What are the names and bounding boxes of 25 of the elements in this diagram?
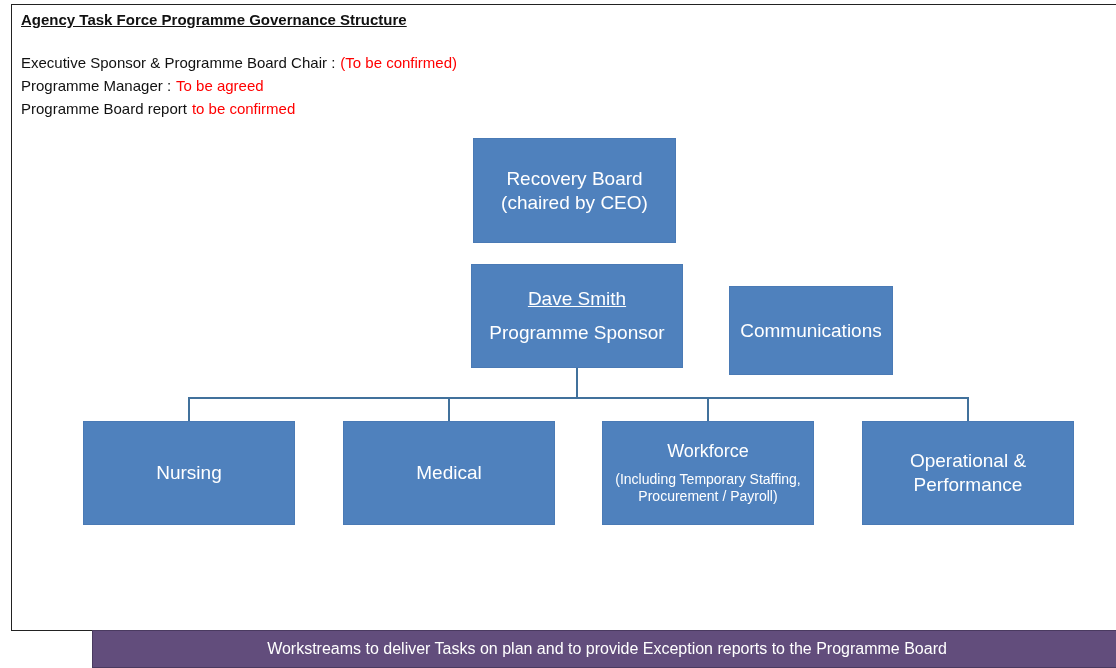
org-box xyxy=(729,286,893,375)
box-title: Operational & Performance xyxy=(908,449,1028,497)
status-note: To be agreed xyxy=(176,77,264,94)
status-note: (To be confirmed) xyxy=(340,54,458,71)
box-title: Dave Smith xyxy=(527,287,627,311)
box-title: Medical xyxy=(416,461,482,485)
diagram-title: Agency Task Force Programme Governance Structure xyxy=(21,11,407,28)
org-box xyxy=(471,264,683,368)
role-label: Programme Board report xyxy=(21,100,187,117)
status-note: to be confirmed xyxy=(191,100,296,117)
banner-box xyxy=(92,630,1116,668)
box-title: Communications xyxy=(740,318,882,343)
box-subtitle: (Including Temporary Staffing, Procurement / Payroll) xyxy=(614,470,802,506)
box-title: Nursing xyxy=(156,461,222,485)
box-title: Workforce xyxy=(667,440,749,463)
box-subtitle: Programme Sponsor xyxy=(489,321,665,345)
org-box xyxy=(83,421,295,525)
box-title: Recovery Board (chaired by CEO) xyxy=(500,166,649,215)
role-label: Executive Sponsor & Programme Board Chair : xyxy=(21,54,336,71)
org-box xyxy=(602,421,814,525)
role-label: Programme Manager : xyxy=(21,77,172,94)
box-title: Workstreams to deliver Tasks on plan and to provide Exception reports to the Programme Board xyxy=(267,639,947,659)
org-box xyxy=(343,421,555,525)
org-box xyxy=(473,138,676,243)
org-box xyxy=(862,421,1074,525)
